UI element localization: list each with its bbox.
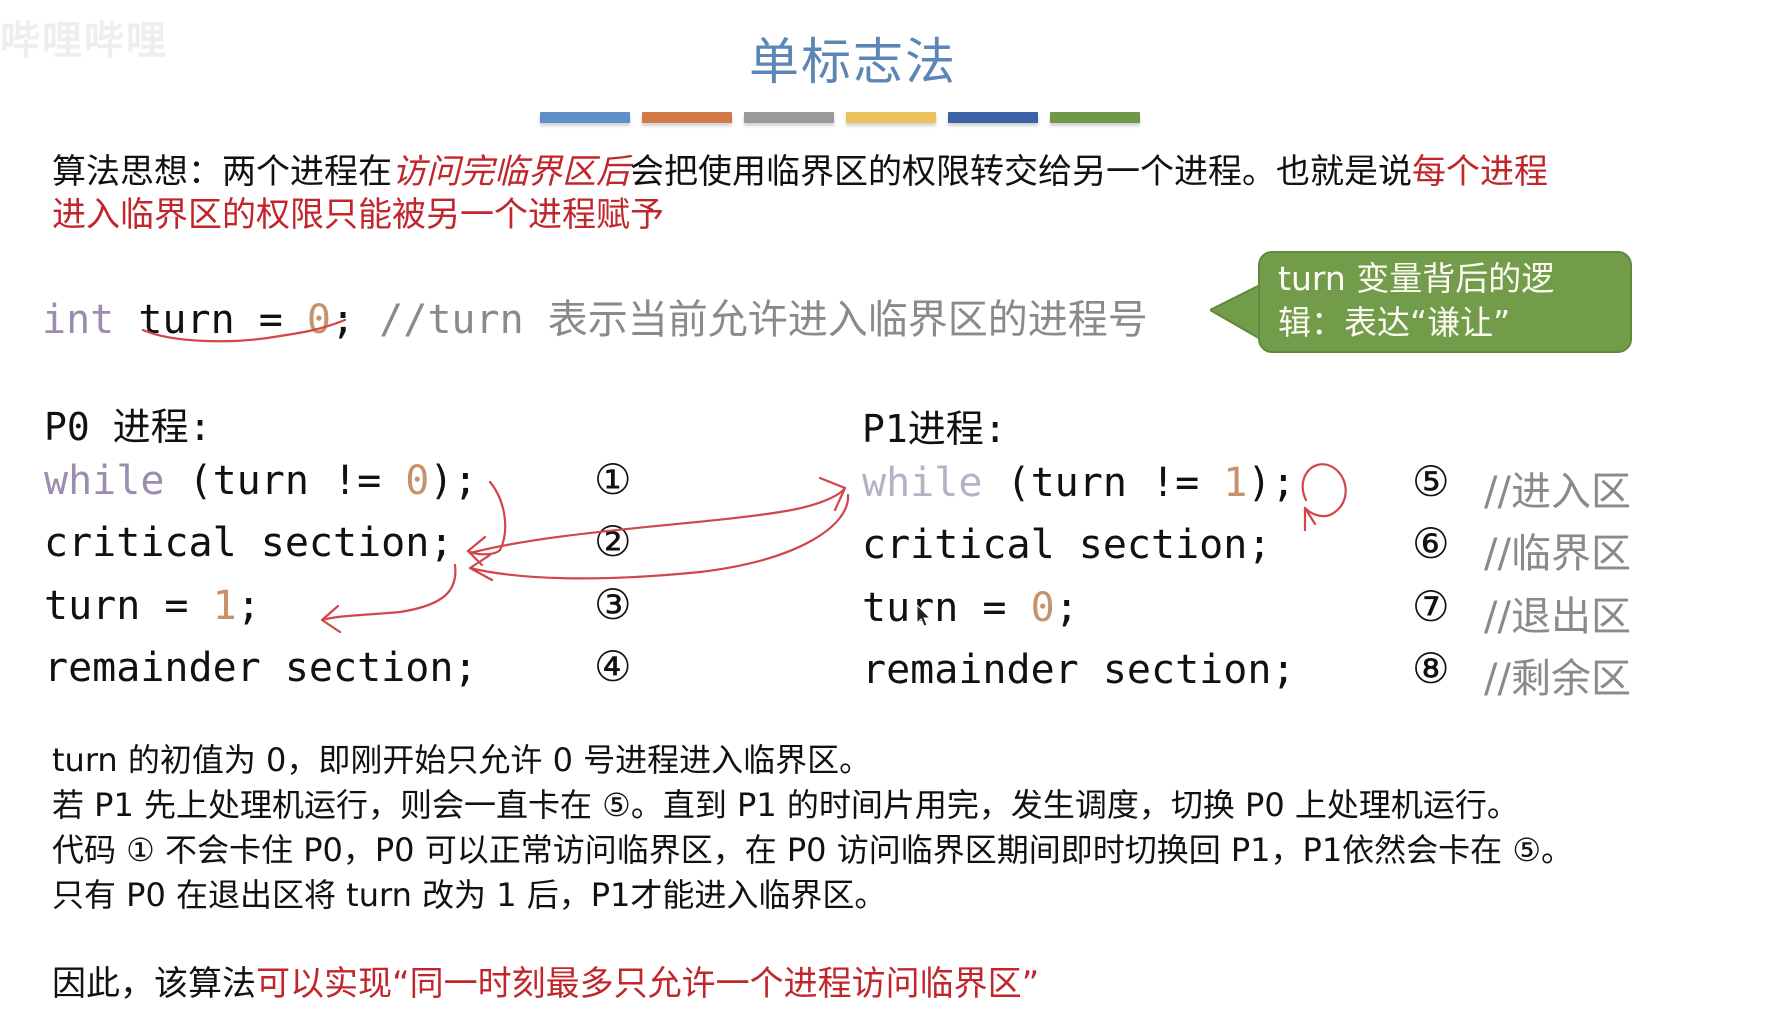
conclusion-line: 因此，该算法可以实现“同一时刻最多只允许一个进程访问临界区”: [52, 962, 1039, 1007]
title-color-bars: [540, 112, 1140, 123]
circled-number-4: ④: [594, 642, 632, 691]
color-bar-3: [744, 112, 834, 123]
keyword-while: while: [862, 460, 983, 506]
decl-semicolon: ;: [331, 297, 356, 343]
p0-row-1-val: 0: [405, 458, 430, 504]
p1-row-3-val: 0: [1030, 585, 1055, 631]
comment-remainder-section: //剩余区: [1484, 656, 1631, 702]
spin-loop-stroke: [1301, 463, 1347, 518]
circled-number-7: ⑦: [1412, 582, 1450, 631]
color-bar-2: [642, 112, 732, 123]
arrow-to-turn-assign: [320, 563, 457, 622]
p1-row-3-code: turn =: [862, 585, 1031, 631]
conclusion-prefix: 因此，该算法: [52, 964, 256, 1004]
p1-row-2: critical section;: [862, 522, 1272, 568]
comment-exit-section: //退出区: [1484, 594, 1631, 640]
idea-emphasis-each-process: 每个进程: [1412, 152, 1548, 192]
circled-number-8: ⑧: [1412, 644, 1450, 693]
p1-row-3-end: ;: [1054, 585, 1079, 631]
mouse-cursor-icon: [916, 604, 932, 627]
callout-pointer-icon: [1210, 282, 1262, 342]
p1-header: P1进程:: [862, 407, 1007, 451]
decl-value: 0: [306, 297, 331, 343]
color-bar-5: [948, 112, 1038, 123]
decl-comment: //turn 表示当前允许进入临界区的进程号: [355, 297, 1148, 343]
idea-paragraph-line1: 算法思想：两个进程在访问完临界区后会把使用临界区的权限转交给另一个进程。也就是说…: [52, 150, 1548, 194]
color-bar-1: [540, 112, 630, 123]
p0-row-3-end: ;: [236, 583, 261, 629]
arrow-to-p1: [468, 486, 847, 555]
circled-number-5: ⑤: [1412, 457, 1450, 506]
keyword-int: int: [42, 297, 115, 343]
comment-entry-section: //进入区: [1484, 469, 1631, 515]
p1-row-1-cond: (turn !=: [982, 460, 1224, 506]
p0-header: P0 进程:: [44, 405, 212, 449]
conclusion-emphasis: 可以实现“同一时刻最多只允许一个进程访问临界区”: [256, 964, 1040, 1004]
p1-row-1-end: );: [1247, 460, 1296, 506]
explanation-line-3: 代码 ① 不会卡住 P0，P0 可以正常访问临界区，在 P0 访问临界区期间即时…: [52, 831, 1574, 869]
p1-row-1-val: 1: [1223, 460, 1248, 506]
color-bar-6: [1050, 112, 1140, 123]
p0-row-4: remainder section;: [44, 645, 478, 691]
idea-paragraph-line2: 进入临界区的权限只能被另一个进程赋予: [52, 195, 664, 235]
p0-row-1-cond: (turn !=: [164, 458, 406, 504]
idea-middle: 会把使用临界区的权限转交给另一个进程。也就是说: [630, 152, 1412, 192]
circled-number-2: ②: [594, 517, 632, 566]
idea-label: 算法思想：两个进程在: [52, 152, 392, 192]
turn-declaration: int turn = 0; //turn 表示当前允许进入临界区的进程号: [42, 287, 1148, 345]
circled-number-1: ①: [594, 455, 632, 504]
explanation-line-4: 只有 P0 在退出区将 turn 改为 1 后，P1才能进入临界区。: [52, 876, 887, 914]
p1-row-4: remainder section;: [862, 647, 1296, 693]
explanation-line-2: 若 P1 先上处理机运行，则会一直卡在 ⑤。直到 P1 的时间片用完，发生调度，…: [52, 786, 1519, 824]
circled-number-6: ⑥: [1412, 519, 1450, 568]
p1-row-1: while (turn != 1);: [862, 460, 1296, 506]
color-bar-4: [846, 112, 936, 123]
keyword-while: while: [44, 458, 165, 504]
explanation-line-1: turn 的初值为 0，即刚开始只允许 0 号进程进入临界区。: [52, 741, 872, 779]
p0-row-3: turn = 1;: [44, 583, 261, 629]
watermark-logo: 哔哩哔哩: [0, 18, 168, 64]
p0-row-1: while (turn != 0);: [44, 458, 478, 504]
p0-row-3-code: turn =: [44, 583, 213, 629]
arrow-back-to-p0: [468, 493, 850, 580]
p1-row-3: turn = 0;: [862, 585, 1079, 631]
idea-emphasis-after-access: 访问完临界区后: [392, 152, 630, 192]
p0-row-3-val: 1: [212, 583, 237, 629]
decl-var: turn =: [114, 297, 307, 343]
p0-row-2: critical section;: [44, 520, 454, 566]
callout-box: turn 变量背后的逻辑：表达“谦让”: [1258, 251, 1632, 353]
comment-critical-section: //临界区: [1484, 531, 1631, 577]
p0-row-1-end: );: [429, 458, 478, 504]
circled-number-3: ③: [594, 580, 632, 629]
slide-title: 单标志法: [749, 33, 957, 91]
